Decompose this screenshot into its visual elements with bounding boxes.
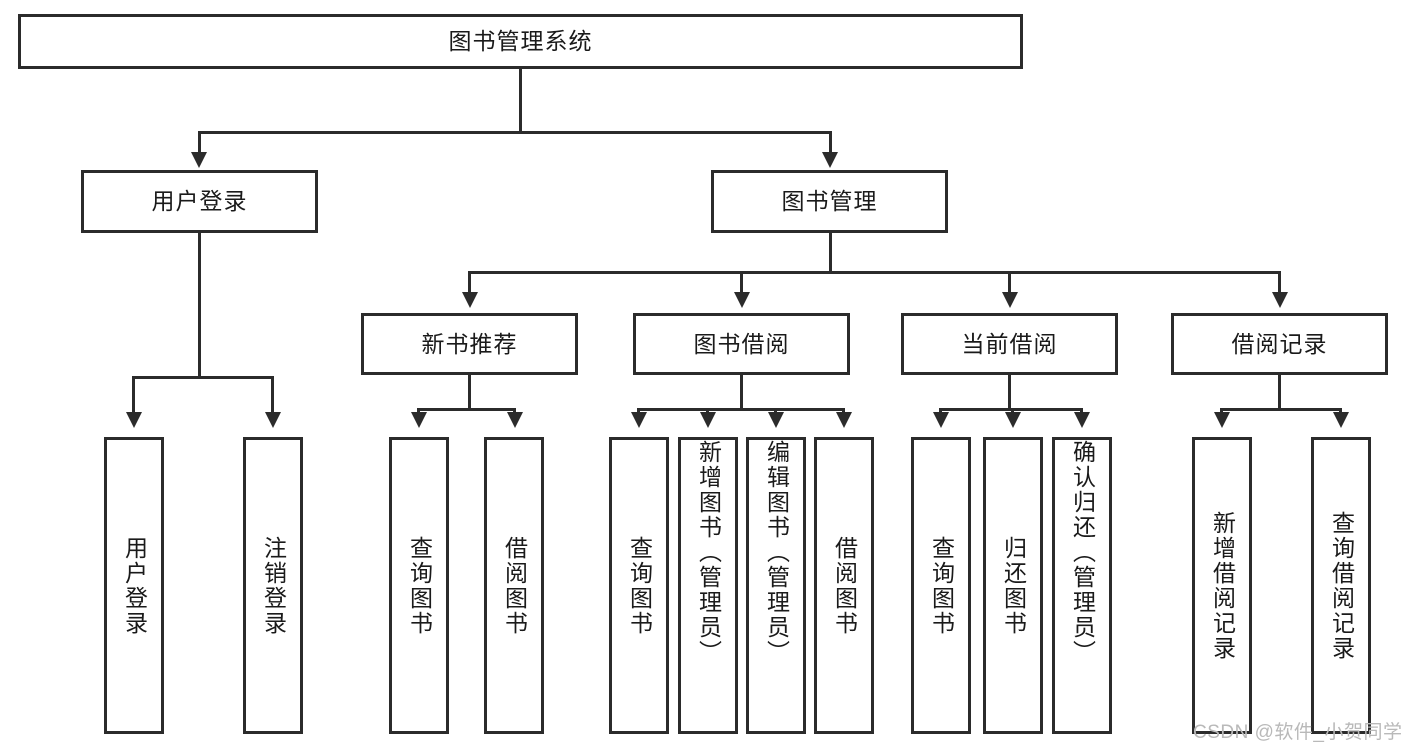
connector-borrow-record-down xyxy=(1278,375,1281,408)
node-book-borrow[interactable]: 图书借阅 xyxy=(633,313,850,375)
arrow-bm-to-new-book xyxy=(462,292,478,308)
node-leaf-query-book-2-label: 查询图书 xyxy=(626,535,653,636)
node-current-borrow[interactable]: 当前借阅 xyxy=(901,313,1118,375)
arrow-bb-leaf4 xyxy=(836,412,852,428)
node-new-book-rec[interactable]: 新书推荐 xyxy=(361,313,578,375)
arrow-nb-leaf2 xyxy=(507,412,523,428)
connector-new-book-down xyxy=(468,375,471,408)
node-leaf-query-book-2[interactable]: 查询图书 xyxy=(609,437,669,734)
arrow-bm-to-current-borrow xyxy=(1002,292,1018,308)
node-leaf-user-logout[interactable]: 注销登录 xyxy=(243,437,303,734)
node-borrow-record[interactable]: 借阅记录 xyxy=(1171,313,1388,375)
connector-book-manage-down xyxy=(829,233,832,271)
node-leaf-borrow-book-2[interactable]: 借阅图书 xyxy=(814,437,874,734)
connector-bm-to-book-borrow xyxy=(740,271,743,296)
node-leaf-query-book-3-label: 查询图书 xyxy=(928,535,955,636)
connector-root-to-user-login xyxy=(198,131,201,156)
node-leaf-add-record[interactable]: 新增借阅记录 xyxy=(1192,437,1252,734)
arrow-bm-to-borrow-record xyxy=(1272,292,1288,308)
connector-book-borrow-down xyxy=(740,375,743,408)
arrow-br-leaf2 xyxy=(1333,412,1349,428)
node-user-login-label: 用户登录 xyxy=(151,188,248,215)
arrow-bm-to-book-borrow xyxy=(734,292,750,308)
node-book-manage-label: 图书管理 xyxy=(781,188,878,215)
connector-root-to-book-manage xyxy=(829,131,832,156)
arrow-user-login-leaf2 xyxy=(265,412,281,428)
arrow-bb-leaf2 xyxy=(700,412,716,428)
node-leaf-borrow-book-1-label: 借阅图书 xyxy=(501,535,528,636)
connector-current-borrow-down xyxy=(1008,375,1011,408)
connector-bm-to-new-book xyxy=(468,271,471,296)
connector-user-login-leaf1 xyxy=(132,376,135,416)
node-borrow-record-label: 借阅记录 xyxy=(1231,330,1328,357)
node-leaf-user-logout-label: 注销登录 xyxy=(260,535,287,636)
node-user-login[interactable]: 用户登录 xyxy=(81,170,318,233)
connector-book-manage-bus xyxy=(468,271,1280,274)
arrow-cb-leaf1 xyxy=(933,412,949,428)
node-leaf-edit-book-admin[interactable]: 编辑图书（管理员） xyxy=(746,437,806,734)
node-leaf-query-record-label: 查询借阅记录 xyxy=(1328,510,1355,661)
node-leaf-add-book-admin[interactable]: 新增图书（管理员） xyxy=(678,437,738,734)
connector-user-login-down xyxy=(198,233,201,376)
node-leaf-add-record-label: 新增借阅记录 xyxy=(1209,510,1236,661)
node-leaf-confirm-return-label: 确认归还（管理员） xyxy=(1069,440,1096,665)
node-leaf-query-book-1-label: 查询图书 xyxy=(406,535,433,636)
node-root[interactable]: 图书管理系统 xyxy=(18,14,1023,69)
node-leaf-confirm-return[interactable]: 确认归还（管理员） xyxy=(1052,437,1112,734)
node-book-borrow-label: 图书借阅 xyxy=(693,330,790,357)
node-book-manage[interactable]: 图书管理 xyxy=(711,170,948,233)
arrow-nb-leaf1 xyxy=(411,412,427,428)
arrow-root-to-user-login xyxy=(191,152,207,168)
connector-root-down xyxy=(519,69,522,131)
node-leaf-query-record[interactable]: 查询借阅记录 xyxy=(1311,437,1371,734)
node-leaf-return-book-label: 归还图书 xyxy=(1000,535,1027,636)
node-new-book-rec-label: 新书推荐 xyxy=(421,330,518,357)
node-current-borrow-label: 当前借阅 xyxy=(961,330,1058,357)
connector-new-book-bus xyxy=(417,408,516,411)
csdn-watermark: CSDN @软件_小贺同学 xyxy=(1193,722,1403,743)
arrow-user-login-leaf1 xyxy=(126,412,142,428)
arrow-bb-leaf3 xyxy=(768,412,784,428)
arrow-cb-leaf2 xyxy=(1005,412,1021,428)
arrow-root-to-book-manage xyxy=(822,152,838,168)
connector-root-bus xyxy=(198,131,832,134)
node-leaf-query-book-3[interactable]: 查询图书 xyxy=(911,437,971,734)
node-leaf-borrow-book-2-label: 借阅图书 xyxy=(831,535,858,636)
connector-borrow-record-bus xyxy=(1220,408,1342,411)
connector-book-borrow-bus xyxy=(637,408,845,411)
node-leaf-return-book[interactable]: 归还图书 xyxy=(983,437,1043,734)
node-leaf-query-book-1[interactable]: 查询图书 xyxy=(389,437,449,734)
connector-bm-to-current-borrow xyxy=(1008,271,1011,296)
node-leaf-user-login[interactable]: 用户登录 xyxy=(104,437,164,734)
node-leaf-borrow-book-1[interactable]: 借阅图书 xyxy=(484,437,544,734)
node-leaf-add-book-admin-label: 新增图书（管理员） xyxy=(695,440,722,665)
node-leaf-edit-book-admin-label: 编辑图书（管理员） xyxy=(763,440,790,665)
node-leaf-user-login-label: 用户登录 xyxy=(121,535,148,636)
node-root-label: 图书管理系统 xyxy=(448,28,593,55)
arrow-br-leaf1 xyxy=(1214,412,1230,428)
arrow-cb-leaf3 xyxy=(1074,412,1090,428)
connector-bm-to-borrow-record xyxy=(1278,271,1281,296)
arrow-bb-leaf1 xyxy=(631,412,647,428)
connector-user-login-leaf2 xyxy=(271,376,274,416)
connector-user-login-bus xyxy=(132,376,273,379)
